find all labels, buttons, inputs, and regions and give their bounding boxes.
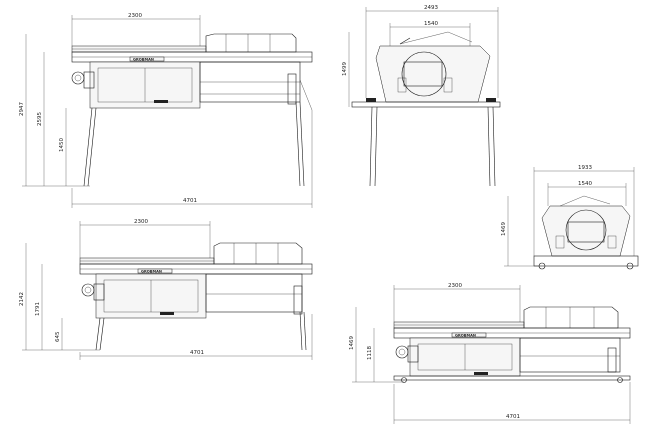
dim-mid-height: 2595 — [37, 112, 43, 126]
dim-total-height: 2947 — [19, 102, 25, 116]
dim-top-width: 2300 — [448, 283, 462, 289]
dim-mid-height: 1118 — [367, 346, 373, 360]
dim-overall-length: 4701 — [183, 198, 197, 204]
dim-height: 1469 — [501, 222, 507, 236]
end-view-small: 1933 1540 1469 — [501, 165, 639, 270]
dim-total-height: 1469 — [349, 336, 355, 350]
end-view-large: 2493 1540 1499 — [342, 5, 501, 187]
dim-top-width: 2300 — [128, 13, 142, 19]
dim-inner-width: 1540 — [578, 181, 592, 187]
dim-top-width: 2300 — [134, 219, 148, 225]
dim-total-height: 2142 — [19, 292, 25, 306]
brand-label: GROBMAN — [133, 58, 154, 62]
side-view-medium: GROBMAN 2300 2142 1791 645 4701 — [19, 219, 313, 360]
dim-inner-width: 1540 — [424, 21, 438, 27]
brand-label: GROBMAN — [141, 270, 162, 274]
dim-overall-length: 4701 — [190, 350, 204, 356]
dim-height: 1499 — [342, 62, 348, 76]
dim-leg-height: 1450 — [59, 138, 65, 152]
dim-overall-length: 4701 — [506, 414, 520, 420]
dim-outer-width: 1933 — [578, 165, 592, 171]
side-view-tall: GROBMAN 2300 2947 2595 1450 4701 — [19, 13, 313, 208]
dim-mid-height: 1791 — [35, 302, 41, 316]
dim-leg-height: 645 — [55, 331, 61, 342]
brand-label: GROBMAN — [455, 334, 476, 338]
side-view-low: GROBMAN 2300 1469 1118 4701 — [349, 283, 631, 424]
dim-outer-width: 2493 — [424, 5, 438, 11]
